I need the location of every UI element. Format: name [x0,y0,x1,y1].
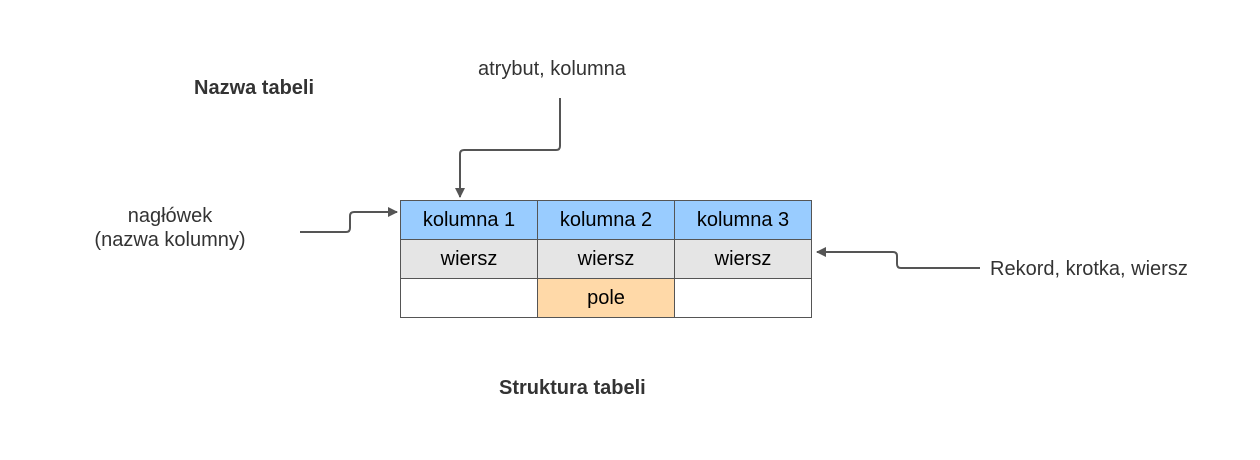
field-cell: pole [537,278,675,318]
table-row: pole [400,278,812,318]
example-table: kolumna 1 kolumna 2 kolumna 3 wiersz wie… [400,200,812,318]
header-label-line2: (nazwa kolumny) [94,229,246,251]
header-cell: kolumna 3 [674,200,812,240]
attribute-label: atrybut, kolumna [478,58,626,80]
header-label-line1: nagłówek [127,205,213,227]
header-label: nagłówek (nazwa kolumny) [70,204,270,252]
structure-label: Struktura tabeli [499,377,646,399]
table-cell: wiersz [537,239,675,279]
table-cell [400,278,538,318]
attribute-arrow [455,98,561,198]
table-cell [674,278,812,318]
header-arrow [300,207,398,233]
table-cell: wiersz [674,239,812,279]
table-name-label: Nazwa tabeli [194,77,315,99]
table-row: wiersz wiersz wiersz [400,239,812,279]
record-arrow [816,247,980,269]
record-label: Rekord, krotka, wiersz [990,258,1188,280]
